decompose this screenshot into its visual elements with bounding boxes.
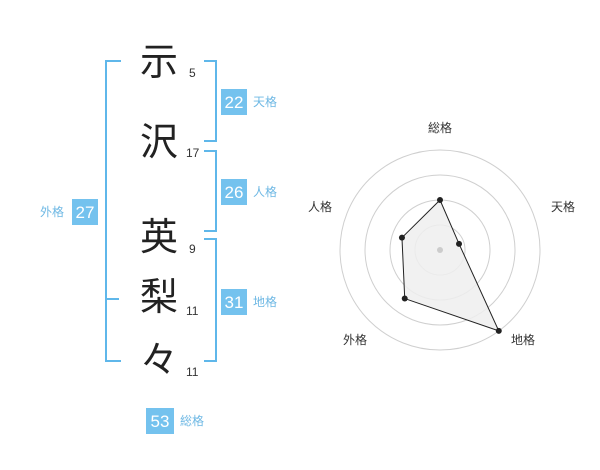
gaikaku-label: 外格	[40, 205, 65, 219]
radar-axis-label-jinkaku: 人格	[308, 200, 333, 214]
chikaku-label: 地格	[253, 295, 278, 309]
jinkaku-bracket	[204, 150, 217, 232]
soukaku-label: 総格	[180, 414, 205, 428]
gaikaku-bracket	[105, 60, 121, 362]
stroke-count-1: 5	[189, 66, 196, 80]
name-char-1: 示	[140, 40, 179, 84]
gaikaku-badge: 27	[72, 199, 98, 225]
radar-ring	[339, 149, 541, 351]
radar-axis-label-tenkaku: 天格	[551, 200, 576, 214]
stroke-count-2: 17	[186, 146, 200, 160]
radar-point-3	[401, 295, 408, 302]
name-char-4: 梨	[140, 275, 179, 319]
radar-point-1	[456, 240, 463, 247]
tenkaku-badge: 22	[221, 89, 247, 115]
name-char-3: 英	[140, 215, 179, 259]
stroke-count-3: 9	[189, 242, 196, 256]
radar-center-dot	[437, 247, 443, 253]
radar-point-2	[495, 327, 502, 334]
radar-axis-label-soukaku: 総格	[428, 121, 453, 135]
radar-axis-label-chikaku: 地格	[511, 333, 536, 347]
name-char-2: 沢	[140, 120, 179, 164]
stroke-count-4: 11	[186, 304, 199, 318]
radar-point-4	[398, 234, 405, 241]
stroke-count-5: 11	[186, 365, 199, 379]
name-char-5: 々	[140, 338, 179, 382]
jinkaku-label: 人格	[253, 185, 278, 199]
tenkaku-bracket	[204, 60, 217, 142]
radar-ring	[364, 174, 516, 326]
soukaku-badge: 53	[146, 408, 174, 434]
jinkaku-badge: 26	[221, 179, 247, 205]
radar-axis-label-gaikaku: 外格	[343, 333, 368, 347]
chikaku-badge: 31	[221, 289, 247, 315]
radar-polygon	[401, 199, 500, 332]
tenkaku-label: 天格	[253, 95, 278, 109]
gaikaku-inner-tick	[105, 298, 119, 300]
radar-point-0	[437, 197, 443, 203]
chikaku-bracket	[204, 238, 217, 362]
